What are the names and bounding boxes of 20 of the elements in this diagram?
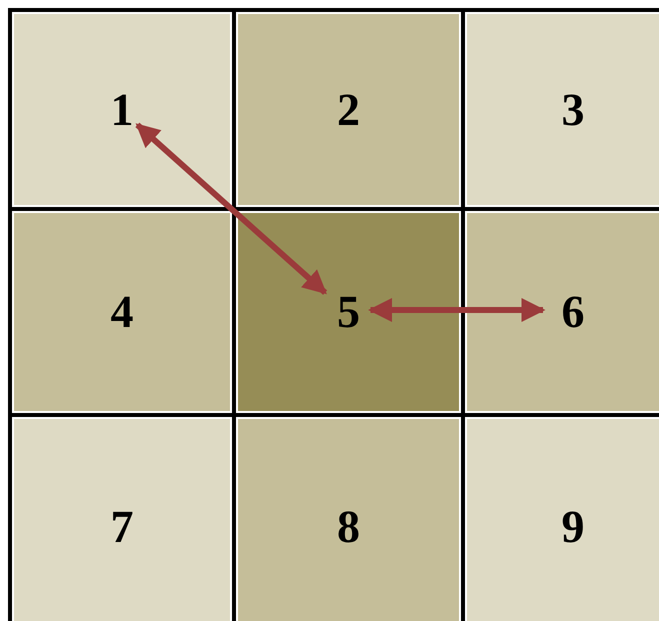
double-arrow xyxy=(368,298,546,322)
cell-number: 4 xyxy=(110,289,134,335)
cell-number: 8 xyxy=(337,504,360,550)
cell-number: 5 xyxy=(337,289,360,335)
double-arrow xyxy=(135,122,328,295)
grid-cell xyxy=(236,211,461,413)
cell-number: 9 xyxy=(562,504,584,550)
grid-cell xyxy=(12,12,232,207)
grid-cell xyxy=(236,12,461,207)
cell-number: 3 xyxy=(562,86,584,132)
cell-number: 7 xyxy=(110,504,134,550)
grid-cell xyxy=(465,12,659,207)
grid-cell xyxy=(236,417,461,621)
cell-number: 6 xyxy=(562,289,584,335)
cell-number: 1 xyxy=(110,86,134,132)
grid-cell xyxy=(12,417,232,621)
grid-cell xyxy=(12,211,232,413)
grid-cell xyxy=(465,211,659,413)
grid-cell xyxy=(465,417,659,621)
cell-number: 2 xyxy=(337,86,360,132)
